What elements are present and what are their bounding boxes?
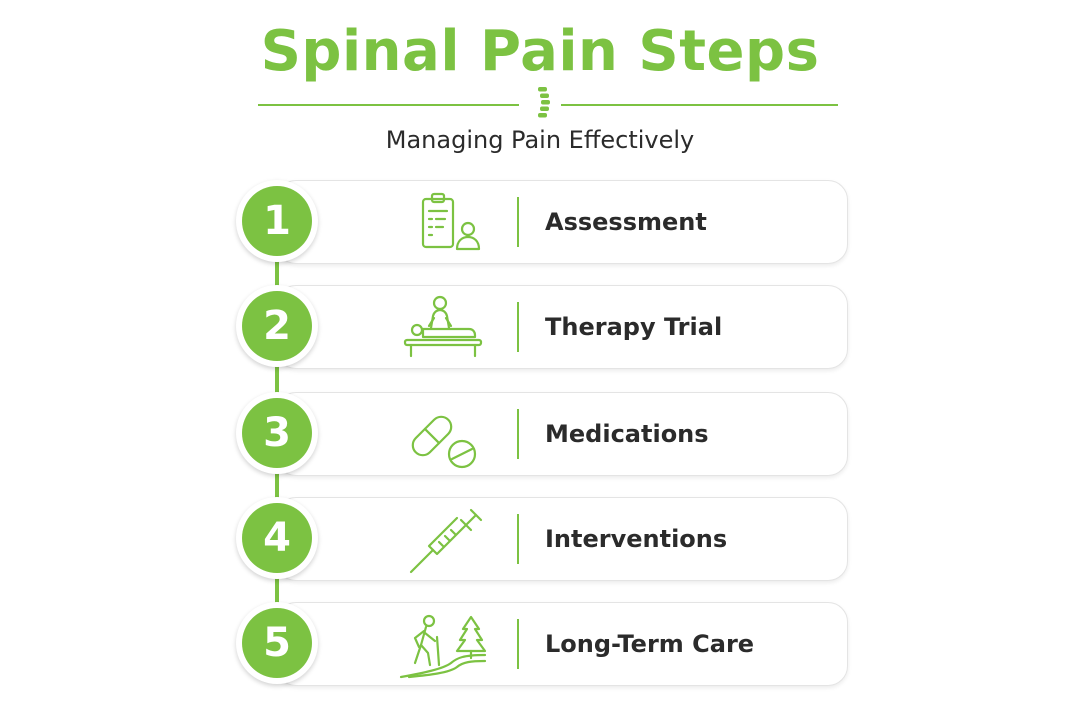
step-3: Medications 3 [236,392,848,476]
step-label: Assessment [545,208,707,236]
page-subtitle: Managing Pain Effectively [385,126,695,154]
step-number-badge: 3 [236,392,318,474]
step-card: Assessment [276,180,848,264]
title-divider-right [561,104,838,106]
step-number-badge: 5 [236,602,318,684]
step-number-badge: 4 [236,497,318,579]
step-number-badge: 2 [236,285,318,367]
step-card: Long-Term Care [276,602,848,686]
step-separator [517,409,519,459]
step-label: Interventions [545,525,728,553]
step-card: Therapy Trial [276,285,848,369]
step-number-badge: 1 [236,180,318,262]
step-label: Therapy Trial [545,313,723,341]
step-label: Medications [545,420,709,448]
spine-icon [538,87,550,118]
step-4: Interventions 4 [236,497,848,581]
step-separator [517,197,519,247]
step-card: Medications [276,392,848,476]
step-2: Therapy Trial 2 [236,285,848,369]
step-number: 2 [242,291,312,361]
massage-therapy-icon [403,295,483,358]
hiker-path-icon [399,614,487,679]
pills-icon [411,415,477,469]
syringe-icon [409,508,483,574]
step-card: Interventions [276,497,848,581]
step-separator [517,514,519,564]
title-divider-left [258,104,519,106]
step-separator [517,302,519,352]
step-label: Long-Term Care [545,630,755,658]
page-title: Spinal Pain Steps [260,19,820,84]
step-number: 1 [242,186,312,256]
step-number: 3 [242,398,312,468]
step-number: 4 [242,503,312,573]
clipboard-person-icon [421,192,481,251]
step-number: 5 [242,608,312,678]
step-separator [517,619,519,669]
step-1: Assessment 1 [236,180,848,264]
step-5: Long-Term Care 5 [236,602,848,686]
